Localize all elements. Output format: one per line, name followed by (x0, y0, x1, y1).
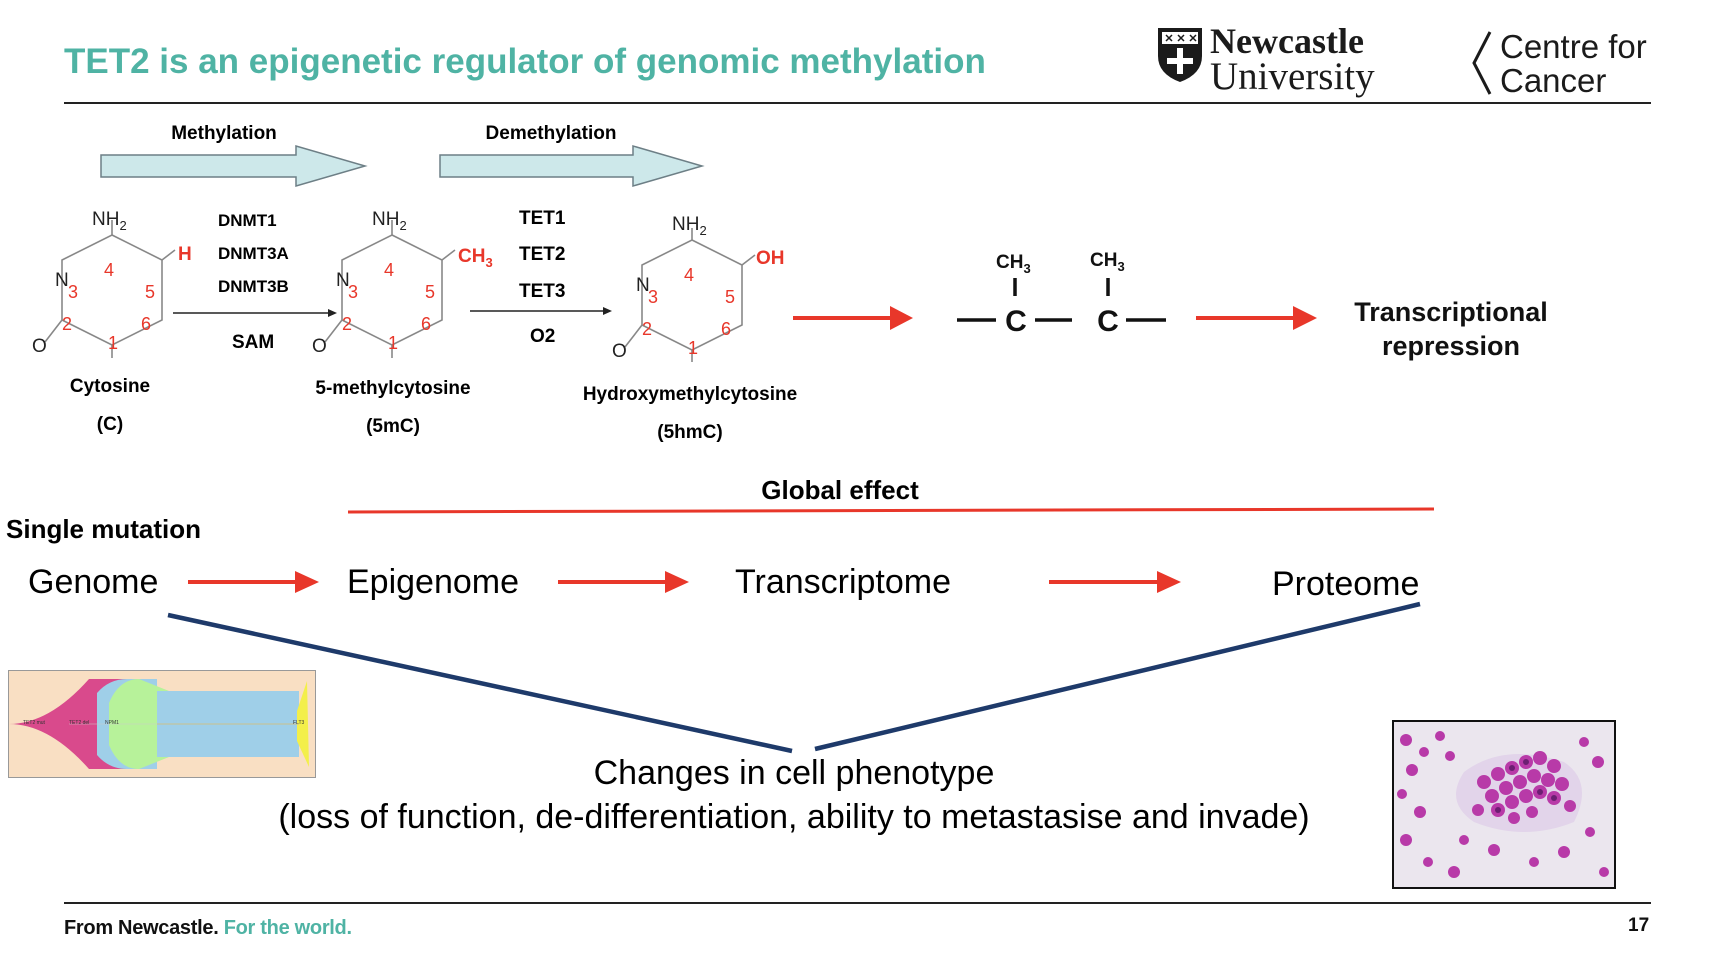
global-effect-label: Global effect (761, 475, 919, 505)
enzyme-dnmt1: DNMT1 (218, 211, 277, 230)
centre-line2: Cancer (1500, 62, 1607, 99)
svg-text:5: 5 (145, 282, 155, 302)
hydroxymethylcytosine-abbr: (5hmC) (657, 422, 722, 443)
sankey-label-tet2del: TET2 del (69, 720, 90, 726)
chain-atom-1: C (1005, 305, 1027, 338)
line-proteome-to-phenotype (814, 601, 1421, 752)
footer-tagline: For the world. (223, 917, 352, 939)
methylation-block-arrow (100, 145, 368, 187)
flow-transcriptome: Transcriptome (735, 563, 951, 601)
svg-text:2: 2 (62, 314, 72, 334)
centre-line1: Centre for (1500, 28, 1647, 65)
centre-for-cancer-logo: Centre for Cancer (1500, 30, 1647, 98)
sankey-label-npm1: NPM1 (105, 720, 119, 726)
methylcytosine-abbr: (5mC) (366, 416, 420, 437)
slide-title: TET2 is an epigenetic regulator of genom… (64, 42, 986, 81)
cytosine-amine: NH2 (92, 209, 127, 233)
enzyme-dnmt3a: DNMT3A (218, 244, 289, 263)
svg-text:N: N (336, 270, 350, 291)
demethylation-block-arrow (439, 145, 705, 187)
single-mutation-label: Single mutation (6, 514, 201, 544)
phenotype-line1: Changes in cell phenotype (594, 754, 995, 792)
svg-text:2: 2 (342, 314, 352, 334)
enzyme-tet2: TET2 (519, 244, 565, 265)
hydroxymethylcytosine-group: OH (756, 248, 785, 269)
svg-text:6: 6 (141, 314, 151, 334)
methylcytosine-group: CH3 (458, 246, 493, 270)
svg-text:3: 3 (348, 282, 358, 302)
cytosine-abbr: (C) (97, 414, 123, 435)
cell-microscopy-image (1392, 720, 1616, 889)
svg-text:NH2: NH2 (372, 209, 407, 233)
outcome-line2: repression (1382, 331, 1520, 361)
flow-genome: Genome (28, 563, 158, 601)
svg-text:O: O (612, 341, 627, 362)
svg-text:5: 5 (725, 287, 735, 307)
svg-text:6: 6 (421, 314, 431, 334)
sankey-thumbnail: TET2 mut TET2 del NPM1 FLT3 (8, 670, 316, 778)
svg-text:3: 3 (648, 287, 658, 307)
svg-text:4: 4 (684, 265, 694, 285)
cytosine-molecule (44, 220, 176, 358)
methylcytosine-name: 5-methylcytosine (315, 378, 470, 399)
demethylation-label: Demethylation (486, 123, 617, 144)
cofactor-sam: SAM (232, 332, 274, 353)
chain-atom-2: C (1097, 305, 1119, 338)
cytosine-group: H (178, 244, 192, 265)
svg-text:1: 1 (688, 338, 698, 358)
methylcytosine-molecule (324, 220, 456, 358)
flow-proteome: Proteome (1272, 565, 1419, 603)
flow-epigenome: Epigenome (347, 563, 519, 601)
university-logo-text: Newcastle University (1210, 21, 1375, 98)
svg-text:4: 4 (104, 260, 114, 280)
cofactor-o2: O2 (530, 326, 555, 347)
cytosine-o: O (32, 336, 47, 357)
sankey-label-tet2mut: TET2 mut (23, 720, 45, 726)
enzyme-tet1: TET1 (519, 208, 566, 229)
svg-text:CH3: CH3 (1090, 250, 1125, 274)
outcome-line1: Transcriptional (1354, 297, 1548, 327)
svg-text:CH3: CH3 (996, 252, 1031, 276)
svg-text:1: 1 (388, 333, 398, 353)
header-divider (64, 102, 1651, 104)
university-name-line1: Newcastle (1210, 21, 1364, 61)
line-genome-to-phenotype (167, 612, 793, 754)
enzyme-dnmt3b: DNMT3B (218, 277, 289, 296)
enzyme-tet3: TET3 (519, 281, 565, 302)
svg-text:N: N (636, 275, 650, 296)
footer-divider (64, 902, 1651, 904)
university-crest-icon (1156, 26, 1204, 84)
university-name-line2: University (1210, 55, 1375, 98)
svg-text:1: 1 (108, 333, 118, 353)
svg-text:NH2: NH2 (672, 214, 707, 238)
sankey-label-flt3: FLT3 (293, 720, 305, 726)
page-number: 17 (1628, 915, 1650, 936)
svg-text:O: O (312, 336, 327, 357)
hydroxymethylcytosine-name: Hydroxymethylcytosine (583, 384, 797, 405)
svg-text:6: 6 (721, 319, 731, 339)
footer-slogan: From Newcastle. For the world. (64, 917, 352, 940)
logo-divider-icon (1470, 30, 1494, 101)
cytosine-name: Cytosine (70, 376, 150, 397)
methylation-label: Methylation (171, 123, 277, 144)
svg-text:2: 2 (642, 319, 652, 339)
svg-text:3: 3 (68, 282, 78, 302)
footer-main: From Newcastle. (64, 917, 219, 939)
hydroxymethylcytosine-molecule (624, 228, 756, 362)
svg-text:4: 4 (384, 260, 394, 280)
global-effect-line (347, 507, 1435, 514)
cytosine-n: N (55, 270, 69, 291)
phenotype-line2: (loss of function, de-differentiation, a… (278, 798, 1309, 836)
svg-text:5: 5 (425, 282, 435, 302)
